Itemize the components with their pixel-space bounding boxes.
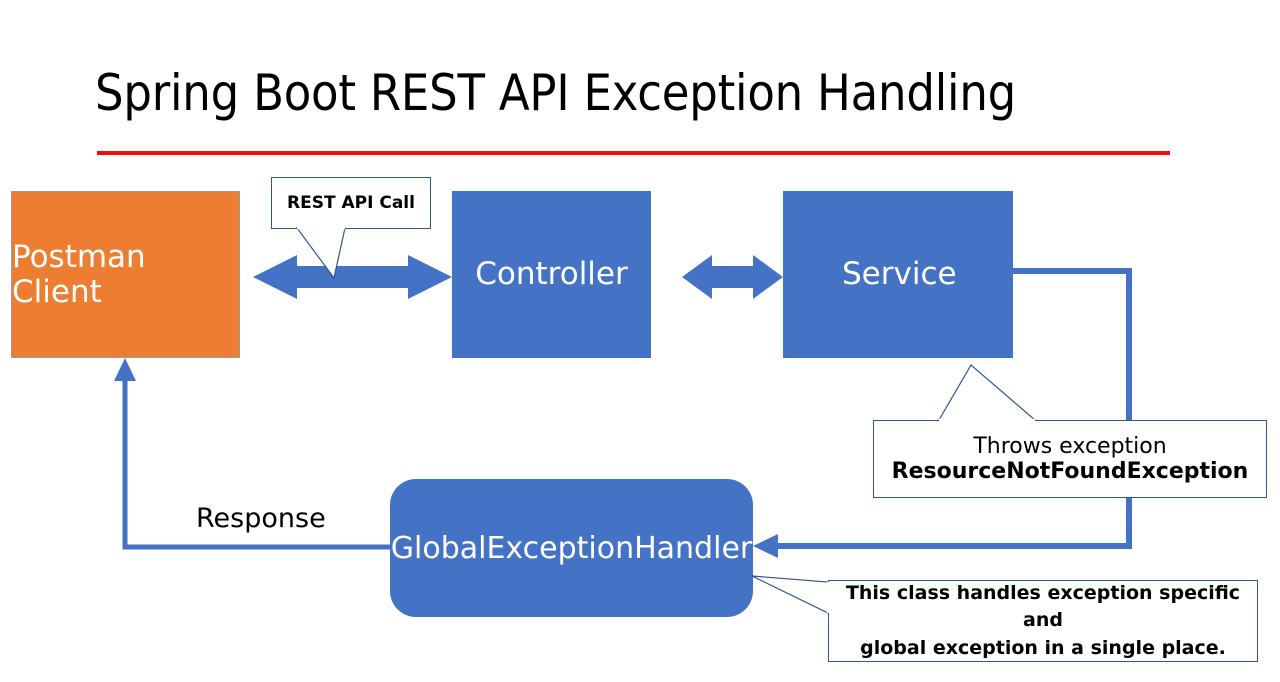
connector-label-response: Response <box>196 503 326 534</box>
callout-throws-exception: Throws exception ResourceNotFoundExcepti… <box>873 420 1267 498</box>
callout-handles-exception-line-2: global exception in a single place. <box>860 636 1226 659</box>
node-global-exception-handler-label: GlobalExceptionHandler <box>390 530 753 566</box>
node-postman-client[interactable]: Postman Client <box>11 191 240 358</box>
callout-tail-throws-exception <box>937 364 1037 422</box>
callout-handles-exception-line-1: This class handles exception specific an… <box>845 581 1241 632</box>
callout-tail-handles-exception <box>751 575 830 614</box>
callout-rest-api-call: REST API Call <box>271 177 431 229</box>
callout-rest-api-call-line-1: REST API Call <box>287 193 415 213</box>
node-postman-client-label: Postman Client <box>12 239 146 310</box>
node-controller[interactable]: Controller <box>452 191 651 358</box>
arrow-controller-service <box>682 255 783 299</box>
callout-handles-exception: This class handles exception specific an… <box>828 580 1258 662</box>
callout-throws-exception-line-2: ResourceNotFoundException <box>891 459 1249 484</box>
node-service[interactable]: Service <box>783 191 1013 358</box>
node-service-label: Service <box>842 256 957 293</box>
callout-throws-exception-line-1: Throws exception <box>973 434 1167 459</box>
page-title: Spring Boot REST API Exception Handling <box>95 64 1017 122</box>
title-divider <box>97 151 1170 155</box>
arrow-postman-controller <box>253 255 452 299</box>
node-controller-label: Controller <box>475 256 628 293</box>
callout-tail-rest-api-call <box>295 226 346 280</box>
node-global-exception-handler[interactable]: GlobalExceptionHandler <box>390 479 753 617</box>
